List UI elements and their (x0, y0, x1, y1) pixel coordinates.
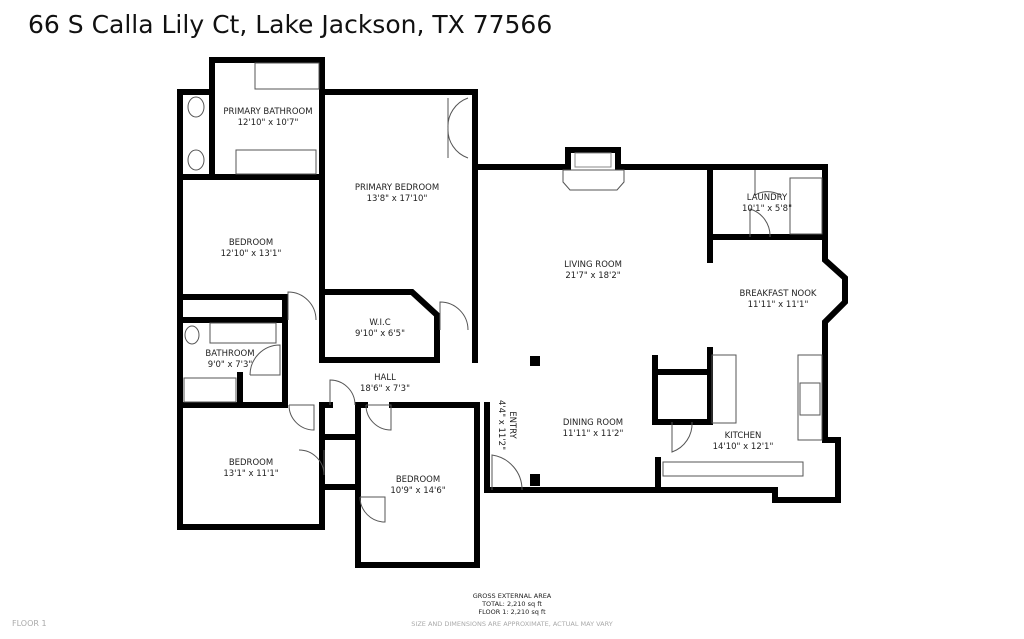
room-name: KITCHEN (725, 431, 762, 441)
room-size: 11'11" x 11'2" (563, 429, 624, 439)
room-size: 10'9" x 14'6" (390, 486, 445, 496)
bathtub-icon (183, 377, 237, 403)
room-name: BREAKFAST NOOK (739, 289, 816, 299)
room-size: 12'10" x 13'1" (221, 249, 282, 259)
room-size: 11'11" x 11'1" (748, 300, 809, 310)
room-size: 21'7" x 18'2" (565, 271, 620, 281)
room-name: PRIMARY BATHROOM (223, 107, 312, 117)
room-name: PRIMARY BEDROOM (355, 183, 439, 193)
stove-icon (799, 382, 821, 416)
room-size: 9'10" x 6'5" (355, 329, 405, 339)
total-area: TOTAL: 2,210 sq ft (482, 600, 542, 608)
room-name: ENTRY (507, 411, 517, 439)
toilet-icon (187, 96, 205, 118)
room-labels: PRIMARY BATHROOM 12'10" x 10'7" PRIMARY … (205, 107, 817, 496)
room-size: 18'6" x 7'3" (360, 384, 410, 394)
room-size: 13'1" x 11'1" (223, 469, 278, 479)
floor-area: FLOOR 1: 2,210 sq ft (478, 608, 546, 616)
room-size: 9'0" x 7'3" (208, 360, 253, 370)
room-size: 4'4" x 11'2" (496, 400, 506, 450)
room-name: W.I.C (369, 318, 390, 328)
room-name: BEDROOM (229, 238, 273, 248)
room-name: BEDROOM (396, 475, 440, 485)
room-size: 14'10" x 12'1" (713, 442, 774, 452)
fireplace-icon (574, 152, 612, 168)
room-size: 12'10" x 10'7" (238, 118, 299, 128)
bathtub-icon (254, 62, 320, 90)
room-name: LIVING ROOM (564, 260, 622, 270)
room-size: 13'8" x 17'10" (367, 194, 428, 204)
fixtures (183, 62, 823, 523)
disclaimer: SIZE AND DIMENSIONS ARE APPROXIMATE, ACT… (411, 620, 613, 628)
room-name: BEDROOM (229, 458, 273, 468)
room-name: HALL (374, 373, 396, 383)
room-name: BATHROOM (205, 349, 254, 359)
gross-area-heading: GROSS EXTERNAL AREA (472, 592, 552, 600)
room-size: 10'1" x 5'8" (742, 204, 792, 214)
counter-icon (797, 354, 823, 441)
room-name: DINING ROOM (563, 418, 623, 428)
room-name: LAUNDRY (747, 193, 788, 203)
listing-address-title: 66 S Calla Lily Ct, Lake Jackson, TX 775… (28, 10, 553, 39)
walls (177, 57, 848, 568)
floor-label: FLOOR 1 (12, 619, 47, 628)
